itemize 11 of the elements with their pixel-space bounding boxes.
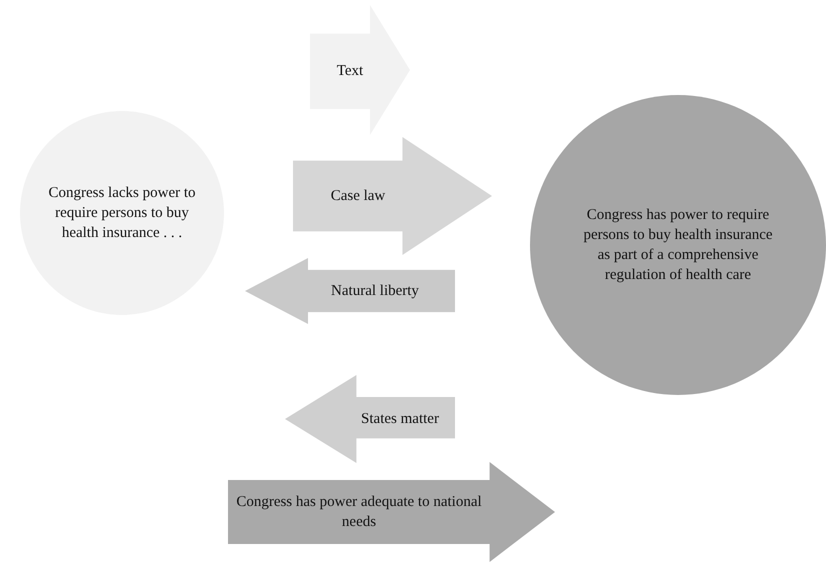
pointer-shape xyxy=(293,137,492,255)
shape-label: Case law xyxy=(330,187,386,206)
pointer-shape xyxy=(285,375,455,463)
shape-label: Text xyxy=(336,62,364,82)
circle-text: Congress has power to require persons to buy health insurance as part of a comprehensive regulation of health care xyxy=(582,206,774,286)
shape-label: States matter xyxy=(361,410,439,430)
circle-text: Congress lacks power to require persons to buy health insurance . . . xyxy=(47,184,197,244)
shape-label: Congress has power adequate to national needs xyxy=(235,492,483,532)
shape-label: Natural liberty xyxy=(331,282,419,301)
pointer-shape xyxy=(245,258,455,324)
pointer-shape xyxy=(228,462,555,562)
